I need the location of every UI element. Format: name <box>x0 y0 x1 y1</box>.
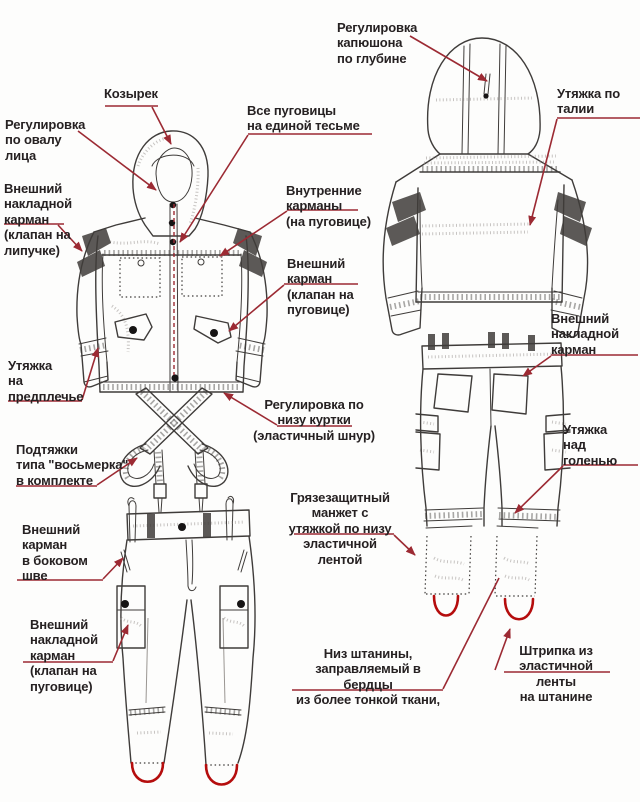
waistband-back <box>421 332 563 370</box>
label-mud-cuff: Грязезащитный манжет с утяжкой по низу э… <box>288 490 392 567</box>
label-sleeve-pocket: Внешний накладной карман (клапан на липу… <box>4 181 72 258</box>
label-shin-drawstring: Утяжка над голенью <box>563 422 618 468</box>
pants-front-legs <box>120 535 256 766</box>
cargo-pockets-back <box>415 413 571 471</box>
label-suspenders: Подтяжки типа "восьмерка" в комплекте <box>16 442 129 488</box>
gaiter-cuffs <box>424 535 538 597</box>
label-jacket-hem: Регулировка по низу куртки (эластичный ш… <box>253 397 375 443</box>
jacket-back-body <box>395 153 573 303</box>
pants-back-figure <box>415 332 571 621</box>
label-visor: Козырек <box>104 86 158 101</box>
label-cargo-pocket: Внешний накладной карман (клапан на пуго… <box>30 617 98 694</box>
label-hood-depth: Регулировка капюшона по глубине <box>337 20 418 66</box>
hood-back <box>426 37 541 155</box>
label-forearm-drawstring: Утяжка на предплечье <box>8 358 84 404</box>
jacket-front-figure <box>76 130 268 393</box>
waistband-front <box>126 495 251 592</box>
flap-pockets <box>114 313 232 344</box>
label-outer-pocket: Внешний карман (клапан на пуговице) <box>287 256 354 318</box>
pants-front-figure <box>116 495 256 786</box>
suspender-clips <box>153 449 208 513</box>
jacket-back-figure <box>382 37 592 338</box>
placket-buttons <box>168 201 179 392</box>
sleeves-front <box>76 228 268 388</box>
sleeves-back <box>382 179 592 338</box>
label-side-seam-pocket: Внешний карман в боковом шве <box>22 522 88 584</box>
label-back-pocket: Внешний накладной карман <box>551 311 619 357</box>
label-stirrup: Штрипка из эластичной ленты на штанине <box>519 643 593 705</box>
label-leg-bottom: Низ штанины, заправляемый в бердцы из бо… <box>296 646 440 708</box>
label-inner-pockets: Внутренние карманы (на пуговице) <box>286 183 371 229</box>
back-pockets <box>433 373 529 415</box>
stirrups-back <box>432 594 535 621</box>
chest-pockets <box>119 256 223 298</box>
suspenders-figure <box>119 387 229 513</box>
stirrups-front <box>130 761 239 786</box>
label-face-oval: Регулировка по овалу лица <box>5 117 86 163</box>
label-waist-drawstring: Утяжка по талии <box>557 86 621 117</box>
pants-back-legs <box>419 365 565 529</box>
cargo-pockets-front <box>116 585 249 649</box>
label-buttons-tape: Все пуговицы на единой тесьме <box>247 103 360 134</box>
